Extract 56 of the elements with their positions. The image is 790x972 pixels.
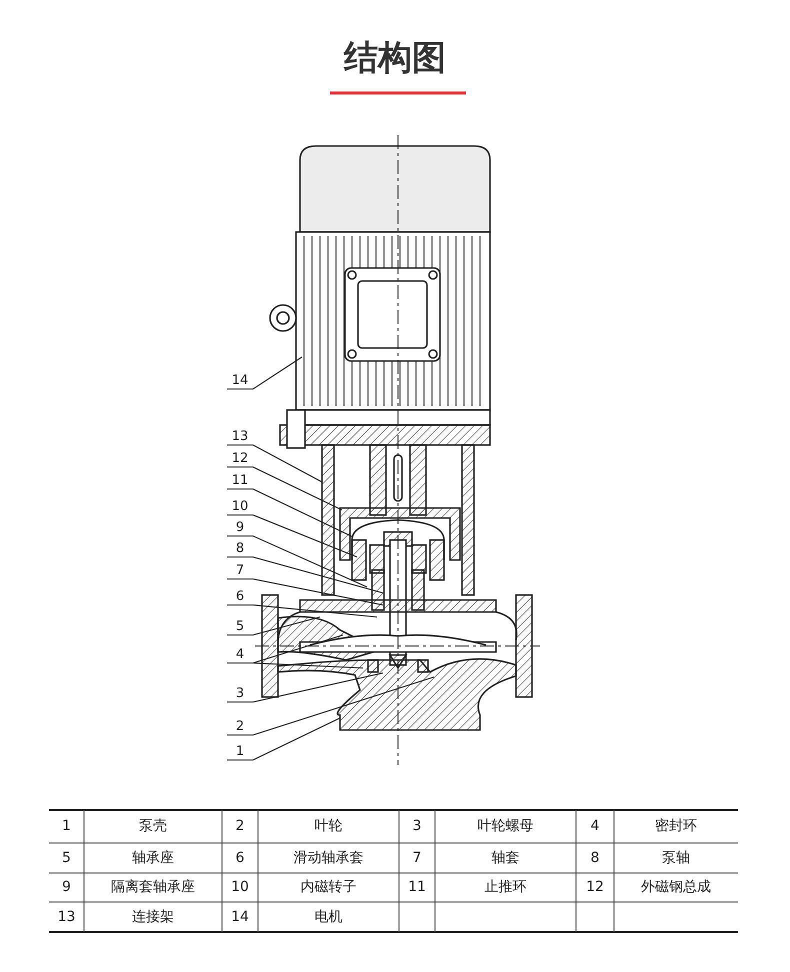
leader-line: [227, 672, 384, 703]
part-name: 轴套: [490, 849, 520, 868]
part-name: 密封环: [654, 817, 698, 836]
part-name: 滑动轴承套: [292, 849, 364, 868]
callout-number: 8: [227, 540, 253, 557]
part-name: 泵壳: [138, 817, 168, 836]
callout-number: 3: [227, 685, 253, 702]
leader-line: [227, 604, 378, 618]
part-name: 外磁钢总成: [640, 878, 712, 897]
part-number: 1: [61, 817, 72, 836]
part-name: 内磁转子: [300, 878, 358, 897]
part-name: 轴承座: [131, 849, 175, 868]
leader-line: [227, 488, 354, 538]
part-name: 叶轮: [314, 817, 344, 836]
part-number: 2: [234, 817, 246, 836]
leader-line: [227, 556, 384, 594]
leader-line: [227, 535, 368, 588]
callout-number: 4: [227, 646, 253, 663]
callout-number: 14: [227, 372, 253, 389]
part-name: 电机: [314, 908, 344, 927]
part-number: 9: [61, 878, 72, 897]
part-name: 隔离套轴承座: [110, 878, 196, 897]
part-number: 8: [590, 849, 600, 868]
callout-number: 13: [227, 428, 253, 445]
callout-number: 7: [227, 562, 253, 579]
part-number: 6: [234, 849, 246, 868]
callout-number: 1: [227, 743, 253, 760]
part-number: 10: [230, 878, 250, 897]
part-number: 13: [56, 908, 76, 927]
leader-line: [227, 616, 320, 636]
part-number: 5: [61, 849, 72, 868]
leader-line: [227, 676, 434, 736]
callout-number: 11: [227, 472, 253, 489]
part-number: 7: [412, 849, 422, 868]
part-number: 11: [407, 878, 427, 897]
leader-line: [227, 718, 340, 761]
part-name: 连接架: [131, 908, 175, 927]
leader-line: [227, 466, 342, 510]
callout-number: 9: [227, 519, 253, 536]
callout-number: 12: [227, 450, 253, 467]
leader-line: [227, 578, 384, 606]
part-number: 3: [412, 817, 422, 836]
part-number: 4: [590, 817, 600, 836]
leader-line: [227, 514, 358, 558]
part-number: 12: [585, 878, 605, 897]
leader-line: [227, 444, 322, 482]
part-name: 止推环: [484, 878, 528, 897]
leader-line: [227, 356, 302, 390]
callout-number: 10: [227, 498, 253, 515]
part-name: 叶轮螺母: [476, 817, 534, 836]
callout-number: 2: [227, 718, 253, 735]
part-number: 14: [230, 908, 250, 927]
callout-number: 6: [227, 588, 253, 605]
callout-number: 5: [227, 618, 253, 635]
part-name: 泵轴: [661, 849, 691, 868]
title: 结构图: [342, 37, 447, 80]
